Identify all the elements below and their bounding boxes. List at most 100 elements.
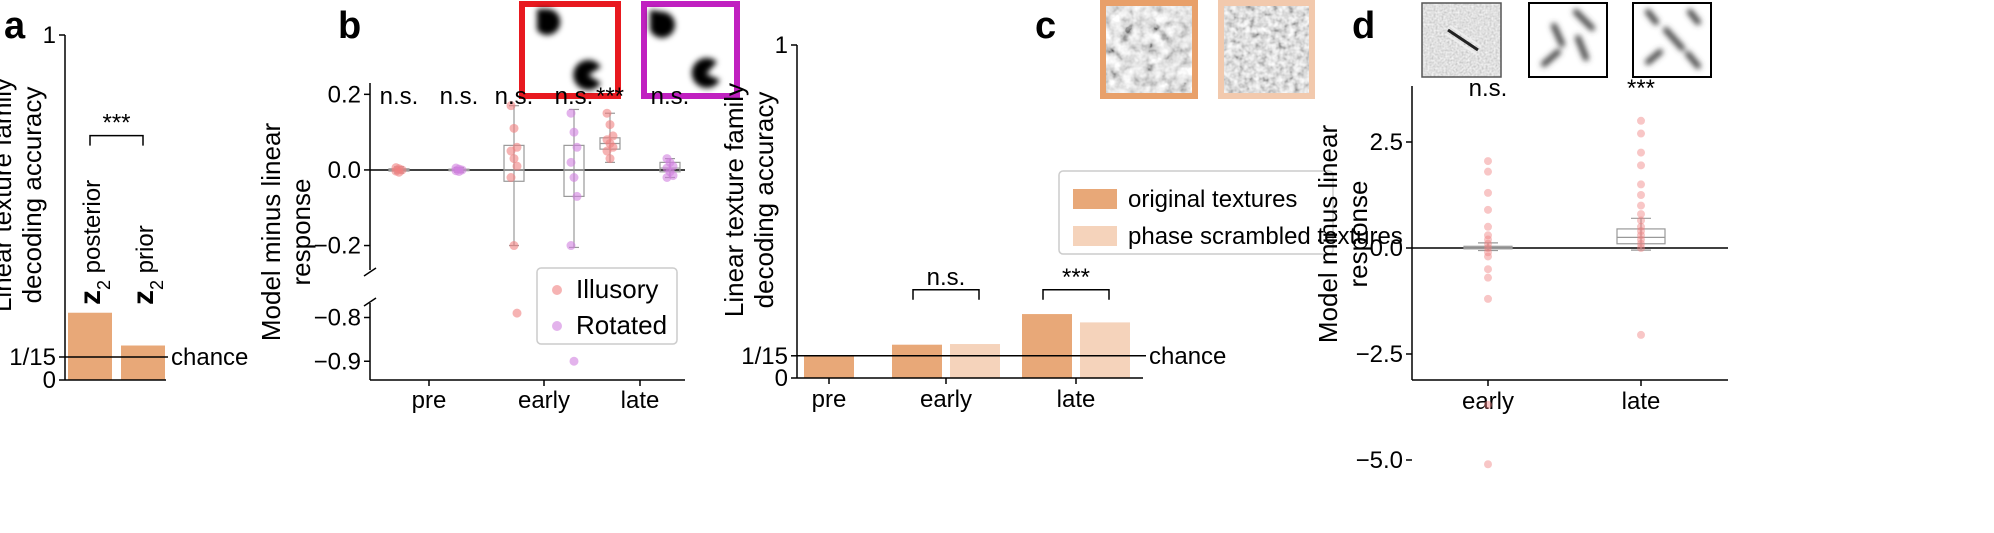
b-axis-break-top <box>363 267 377 277</box>
b-point-3-2 <box>572 142 582 152</box>
panel-label-b: b <box>338 5 361 47</box>
d-point-1-10 <box>1637 227 1645 236</box>
d-point-1-14 <box>1637 244 1645 252</box>
d-ytick-label-1: 0.0 <box>1370 235 1403 262</box>
c-legend-label-0: original textures <box>1128 186 1297 213</box>
scrambled-texture-thumbnail <box>1218 0 1315 99</box>
line-segments-early-thumbnail <box>1528 2 1608 78</box>
b-point-2-8 <box>512 308 522 318</box>
d-ytick-label-0: 2.5 <box>1370 129 1403 156</box>
c-bar-0-1 <box>892 344 942 378</box>
c-chance-label: chance <box>1149 343 1226 370</box>
d-point-0-1 <box>1484 167 1492 176</box>
c-significance-1-bracket <box>1042 289 1110 300</box>
d-point-0-11 <box>1484 265 1492 274</box>
b-xtick-label-0: pre <box>412 387 447 414</box>
b-significance-1: n.s. <box>440 83 479 110</box>
b-point-2-0 <box>506 101 516 111</box>
b-legend-marker-0 <box>552 285 562 295</box>
d-point-1-0 <box>1637 116 1645 125</box>
b-xtick-label-1: early <box>518 387 570 414</box>
d-point-0-9 <box>1484 248 1492 257</box>
c-ytick-label-1: 1/15 <box>741 343 788 370</box>
d-significance-1: *** <box>1627 75 1655 102</box>
a-ylabel: Linear texture familydecoding accuracy <box>0 78 47 312</box>
b-point-1-4 <box>454 166 464 176</box>
b-point-4-6 <box>602 146 612 156</box>
d-point-1-1 <box>1637 129 1645 138</box>
d-point-1-15 <box>1637 330 1645 339</box>
b-point-4-1 <box>605 120 615 130</box>
d-point-1-11 <box>1637 231 1645 240</box>
line-segments-late-thumbnail <box>1632 2 1712 78</box>
d-point-0-0 <box>1484 157 1492 166</box>
c-bar-0-2 <box>1022 314 1072 378</box>
b-ytick-label-lower-0: −0.8 <box>314 305 361 332</box>
b-ytick-label-upper-2: −0.2 <box>314 233 361 260</box>
d-point-1-6 <box>1637 201 1645 210</box>
d-point-1-7 <box>1637 210 1645 219</box>
c-significance-0-bracket <box>912 289 980 300</box>
a-chance-label: chance <box>171 344 248 371</box>
c-legend-swatch-1 <box>1073 226 1117 246</box>
panel-label-a: a <box>4 5 26 47</box>
b-point-2-6 <box>506 173 516 182</box>
illusory-stimulus-thumbnail <box>519 1 621 99</box>
d-point-1-2 <box>1637 148 1645 157</box>
b-xtick-label-2: late <box>621 387 660 414</box>
d-significance-0: n.s. <box>1469 75 1508 102</box>
a-ytick-label-0: 0 <box>43 367 56 394</box>
gabor-thumbnail <box>1421 2 1502 78</box>
b-point-3-4 <box>569 173 579 182</box>
d-point-0-14 <box>1484 400 1492 409</box>
b-axis-break-bottom <box>363 297 377 307</box>
d-point-1-4 <box>1637 180 1645 189</box>
c-significance-1-label: *** <box>1062 264 1090 291</box>
b-ytick-label-lower-1: −0.9 <box>314 348 361 375</box>
b-ylabel: Model minus linearresponse <box>256 123 316 342</box>
d-point-1-12 <box>1637 235 1645 244</box>
c-ylabel: Linear texture familydecoding accuracy <box>719 83 779 317</box>
d-point-0-12 <box>1484 273 1492 282</box>
b-point-0-4 <box>394 167 404 177</box>
a-category-label-0: z2 posterior <box>74 180 114 305</box>
a-category-label-1: z2 prior <box>127 225 167 305</box>
d-point-1-9 <box>1637 222 1645 231</box>
b-significance-2: n.s. <box>495 83 534 110</box>
c-bar-0-0 <box>804 356 854 378</box>
d-ylabel: Model minus linearresponse <box>1313 125 1373 344</box>
c-xtick-label-1: early <box>920 386 972 413</box>
b-point-2-1 <box>509 123 519 133</box>
b-point-2-3 <box>506 146 516 156</box>
b-significance-0: n.s. <box>380 83 419 110</box>
c-xtick-label-0: pre <box>812 386 847 413</box>
a-bar-0 <box>68 312 112 380</box>
d-point-0-5 <box>1484 231 1492 240</box>
panel-label-d: d <box>1352 5 1375 47</box>
d-xtick-label-0: early <box>1462 388 1514 415</box>
d-point-0-6 <box>1484 235 1492 244</box>
a-significance-bracket <box>89 134 144 146</box>
c-legend-swatch-0 <box>1073 189 1117 209</box>
d-point-0-4 <box>1484 222 1492 231</box>
b-point-3-6 <box>566 241 576 251</box>
d-xtick-label-1: late <box>1622 388 1661 415</box>
d-point-1-5 <box>1637 191 1645 199</box>
b-point-3-7 <box>569 356 579 366</box>
b-point-5-6 <box>662 173 672 182</box>
b-point-3-3 <box>566 157 576 167</box>
b-legend-label-1: Rotated <box>576 310 667 340</box>
d-ytick-label-2: −2.5 <box>1356 341 1403 368</box>
b-point-2-7 <box>509 241 519 251</box>
d-point-0-10 <box>1484 252 1492 261</box>
c-bar-1-2 <box>1080 322 1130 378</box>
b-significance-4: *** <box>596 83 624 110</box>
c-xtick-label-2: late <box>1057 386 1096 413</box>
original-texture-frame <box>1100 0 1198 99</box>
c-legend-label-1: phase scrambled textures <box>1128 223 1403 250</box>
d-point-0-13 <box>1484 294 1492 303</box>
b-significance-5: n.s. <box>651 83 690 110</box>
a-significance-label: *** <box>102 110 130 137</box>
panel-label-c: c <box>1035 5 1056 47</box>
